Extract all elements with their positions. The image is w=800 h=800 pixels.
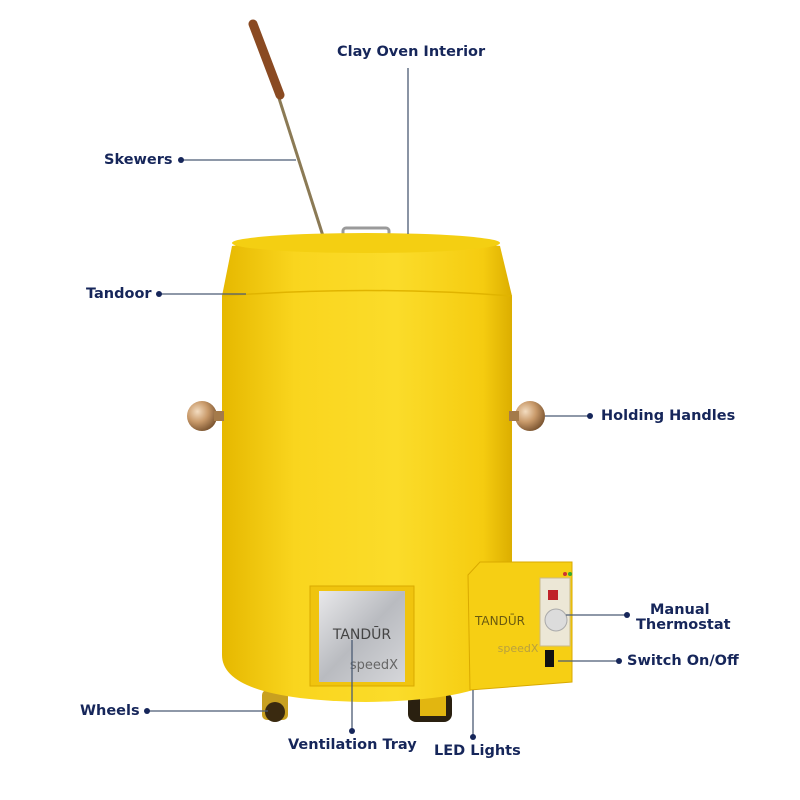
control-box: TANDŪR speedX	[467, 561, 573, 691]
label-tandoor: Tandoor	[86, 286, 152, 302]
holding-handle-right	[515, 401, 545, 431]
wheels	[262, 688, 452, 722]
leader-dots	[144, 157, 630, 740]
label-skewers: Skewers	[104, 152, 173, 168]
label-wheels: Wheels	[80, 703, 140, 719]
leader-lines	[147, 68, 627, 737]
box-brand-name: TANDŪR	[474, 614, 525, 628]
label-clay-oven-interior: Clay Oven Interior	[337, 44, 486, 60]
label-switch: Switch On/Off	[627, 653, 739, 669]
vent-brand-name: TANDŪR	[332, 626, 392, 643]
label-led-lights: LED Lights	[434, 743, 521, 759]
label-ventilation-tray: Ventilation Tray	[288, 737, 417, 753]
label-thermostat: Thermostat	[636, 617, 731, 633]
holding-handle-left	[187, 401, 217, 431]
box-sub-brand: speedX	[498, 642, 539, 655]
label-manual: Manual	[650, 602, 710, 618]
ventilation-tray: TANDŪR speedX	[309, 585, 415, 687]
tandoor-body	[222, 237, 512, 702]
skewer	[248, 19, 325, 237]
vent-sub-brand: speedX	[350, 658, 398, 673]
label-holding-handles: Holding Handles	[601, 408, 736, 424]
